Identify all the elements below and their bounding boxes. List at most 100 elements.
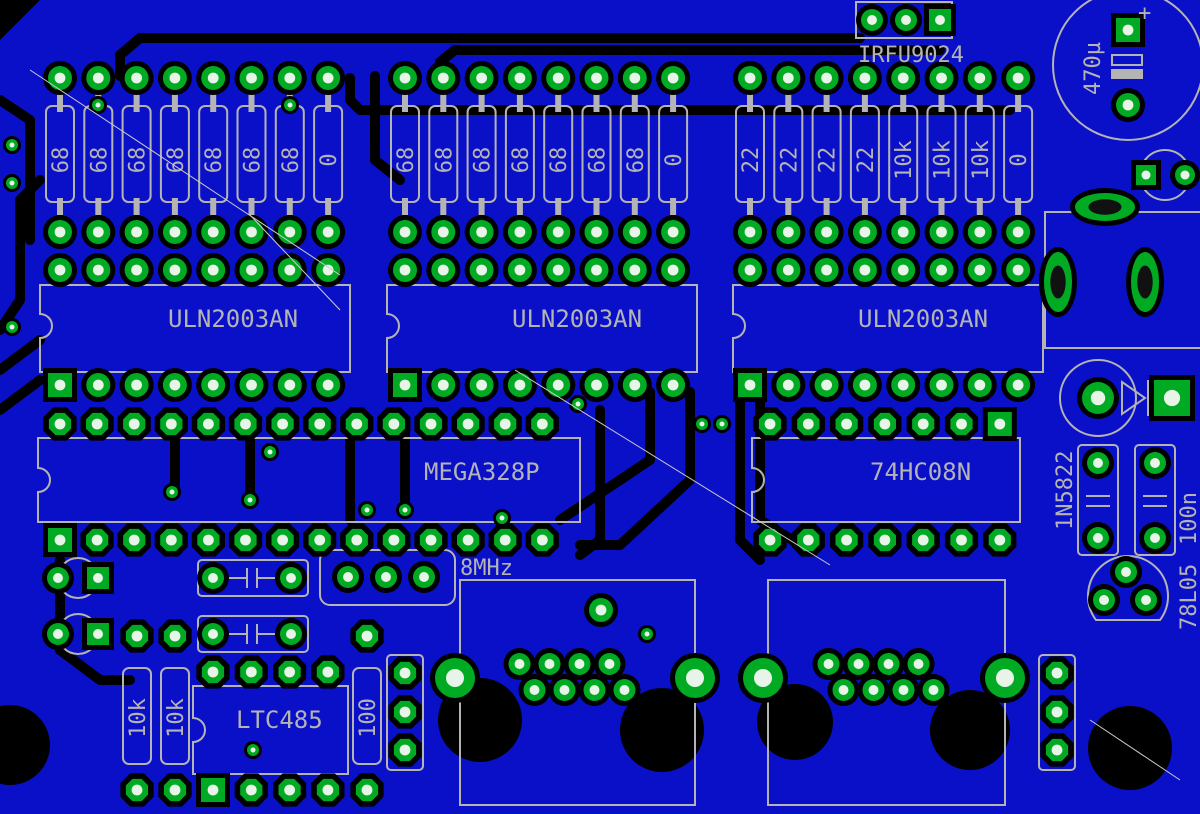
- ic-pad: [809, 368, 844, 402]
- transceiver-pad-bottom: [311, 773, 345, 807]
- mcu-pad-top: [488, 407, 522, 441]
- resistor-pad-bottom: [119, 215, 154, 249]
- resistor-pad-top: [579, 61, 614, 95]
- mcu-pad-top: [414, 407, 448, 441]
- ic1-label: ULN2003AN: [168, 305, 298, 333]
- regulator-pad: [1110, 556, 1142, 588]
- led-pad: [42, 562, 74, 594]
- resistor-body: [926, 105, 957, 203]
- resistor-body: [236, 105, 267, 203]
- rj45-pin: [578, 674, 611, 706]
- regulator-pad: [1088, 584, 1120, 616]
- ic-pad: [579, 368, 614, 402]
- cap-pad: [197, 562, 229, 594]
- resistor-body: [735, 105, 765, 203]
- resistor-pad-top: [81, 61, 116, 95]
- resistor-pad-top: [541, 61, 576, 95]
- rj45-shield-pad: [738, 653, 788, 703]
- mcu-pad-top: [377, 407, 411, 441]
- header-pad: [388, 695, 422, 729]
- resistor-value: 68: [202, 147, 227, 174]
- resistor-value: 68: [432, 147, 457, 174]
- ic-pad: [81, 368, 116, 402]
- via: [713, 415, 731, 433]
- resistor-value: 68: [509, 147, 534, 174]
- resistor-pad: [350, 773, 384, 807]
- mcu-pad-bottom: [303, 523, 337, 557]
- resistor-pad-top: [1001, 61, 1036, 95]
- resistor-pad-top: [234, 61, 269, 95]
- ic-pad: [847, 368, 882, 402]
- mcu-pad-top: [228, 407, 263, 441]
- ic-pad: [43, 253, 77, 287]
- ic-pad: [886, 253, 921, 287]
- mosfet-label: IRFU9024: [858, 43, 964, 68]
- ic-pad: [1001, 253, 1036, 287]
- resistor-body: [888, 105, 919, 203]
- resistor-body: [964, 105, 995, 203]
- header-pad: [388, 656, 422, 690]
- resistor-pad-top: [196, 61, 231, 95]
- ic-pad: [311, 253, 346, 287]
- resistor-pad-bottom: [388, 215, 422, 249]
- ic-pad: [119, 368, 154, 402]
- rj45-pin: [887, 674, 920, 706]
- resistor-pad-top: [771, 61, 806, 95]
- resistor-body: [466, 105, 497, 203]
- via: [244, 741, 262, 759]
- logic-pad-top: [791, 407, 825, 441]
- ic-pad: [809, 253, 844, 287]
- resistor-pad-bottom: [541, 215, 576, 249]
- resistor-pad-top: [426, 61, 461, 95]
- mounting-hole: [757, 684, 833, 760]
- cap-outline: [1134, 444, 1176, 556]
- ic-pad: [234, 253, 269, 287]
- cap-pad: [1139, 447, 1171, 479]
- transceiver-pad-top: [311, 655, 345, 689]
- transceiver-label: LTC485: [236, 706, 323, 734]
- mcu-pad-top: [80, 407, 114, 441]
- diode-label: 1N5822: [1053, 451, 1078, 530]
- rj45-pin: [533, 648, 566, 680]
- logic-pad-bottom: [868, 523, 902, 557]
- resistor-pad-top: [388, 61, 422, 95]
- resistor-body: [45, 105, 75, 203]
- ic-pad: [541, 253, 576, 287]
- resistor-pad-bottom: [157, 215, 192, 249]
- ic-pad: [464, 253, 499, 287]
- ic-pin-1: [733, 368, 767, 402]
- resistor-pad-top: [272, 61, 307, 95]
- ic2-label: ULN2003AN: [512, 305, 642, 333]
- regulator-label: 78L05: [1177, 564, 1200, 630]
- header-outline: [1038, 654, 1076, 771]
- resistor-value: 68: [394, 147, 419, 174]
- resistor-value: 100: [356, 698, 381, 738]
- ic-pad: [502, 368, 537, 402]
- resistor-pad-top: [733, 61, 767, 95]
- mcu-pad-bottom: [117, 523, 151, 557]
- via: [261, 443, 279, 461]
- resistor-pad-top: [157, 61, 192, 95]
- resistor-value: 68: [126, 147, 151, 174]
- cap-pad: [1139, 522, 1171, 554]
- diode-pad-square: [1149, 375, 1195, 421]
- logic-label: 74HC08N: [870, 458, 971, 486]
- rj45-pin: [842, 648, 875, 680]
- regulator-pad: [1130, 584, 1162, 616]
- via: [396, 501, 414, 519]
- resistor-body: [811, 105, 842, 203]
- resistor-pad-top: [502, 61, 537, 95]
- ic-pad: [541, 368, 576, 402]
- led-pad: [42, 618, 74, 650]
- resistor-pad-top: [43, 61, 77, 95]
- resistor-body: [658, 105, 689, 203]
- rj45-pin: [872, 648, 905, 680]
- cap-outline: [1077, 444, 1119, 556]
- ic-pad: [81, 253, 116, 287]
- cap-pad: [1082, 522, 1114, 554]
- resistor-value: 22: [777, 147, 802, 174]
- crystal-label: 8MHz: [460, 556, 513, 581]
- header-pad: [1040, 733, 1074, 767]
- resistor-value: 68: [87, 147, 112, 174]
